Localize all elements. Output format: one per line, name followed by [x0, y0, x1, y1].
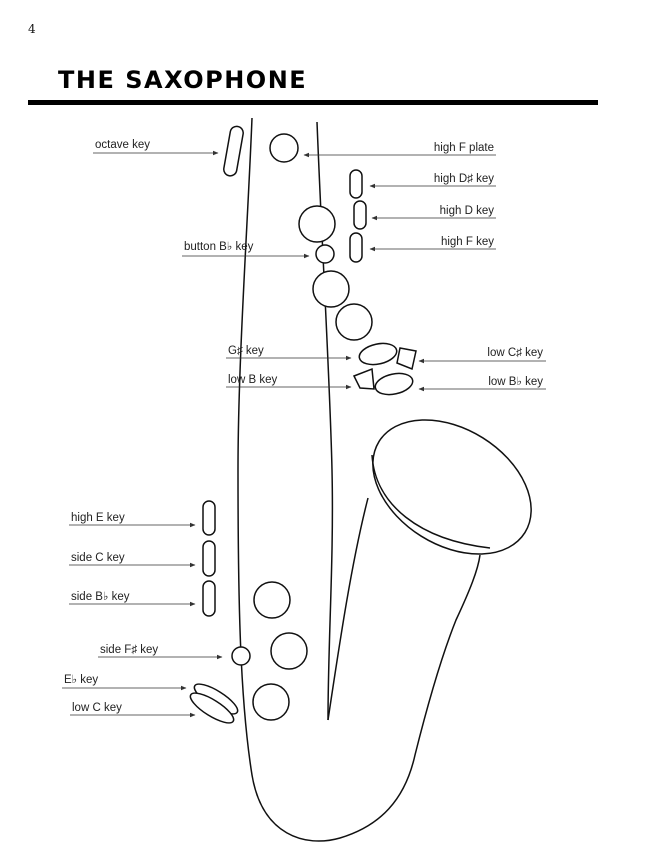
- bell-inner-line: [327, 497, 369, 721]
- side-c-key-shape: [202, 540, 216, 577]
- high-d-sharp-key-shape: [349, 169, 363, 199]
- lower-tone-hole-3: [252, 683, 290, 721]
- low-b-flat-key-shape: [374, 372, 414, 396]
- low-c-key-label: low C key: [72, 702, 122, 714]
- side-b-flat-key-shape: [202, 580, 216, 617]
- low-c-sharp-key-label: low C♯ key: [487, 347, 543, 359]
- high-d-key-label: high D key: [440, 205, 495, 217]
- bell-rim: [372, 419, 532, 555]
- button-b-flat-key-shape: [315, 244, 335, 264]
- side-c-key-label: side C key: [71, 552, 125, 564]
- high-e-key-shape: [202, 500, 216, 536]
- side-b-flat-key-label: side B♭ key: [71, 591, 130, 603]
- octave-key-shape: [223, 125, 244, 177]
- leader-lines: [62, 150, 546, 718]
- page-title: THE SAXOPHONE: [58, 66, 308, 94]
- upper-tone-hole-1: [298, 205, 336, 243]
- high-d-sharp-key-label: high D♯ key: [434, 173, 494, 185]
- low-b-key-label: low B key: [228, 374, 277, 386]
- bell-rim-inner: [371, 454, 491, 549]
- g-sharp-key-shape: [358, 342, 398, 366]
- side-f-sharp-key-label: side F♯ key: [100, 644, 158, 656]
- saxophone-keys: [189, 125, 417, 724]
- high-f-plate-shape: [269, 133, 299, 163]
- low-b-flat-key-label: low B♭ key: [488, 376, 543, 388]
- upper-tone-hole-3: [335, 303, 373, 341]
- low-c-key-shape: [189, 692, 235, 724]
- button-b-flat-key-label: button B♭ key: [184, 241, 254, 253]
- key-labels: octave key high F plate high D♯ key high…: [64, 139, 543, 714]
- saxophone-body: [237, 117, 532, 842]
- low-b-key-shape: [352, 367, 375, 390]
- upper-tone-hole-2: [312, 270, 350, 308]
- lower-tone-hole-2: [270, 632, 308, 670]
- e-flat-key-label: E♭ key: [64, 674, 98, 686]
- title-rule: [28, 100, 598, 105]
- side-f-sharp-key-shape: [231, 646, 251, 666]
- body-left-outline: [237, 117, 481, 842]
- lower-tone-hole-1: [253, 581, 291, 619]
- high-d-key-shape: [353, 200, 367, 230]
- g-sharp-key-label: G♯ key: [228, 345, 264, 357]
- page-number: 4: [28, 22, 36, 36]
- high-e-key-label: high E key: [71, 512, 125, 524]
- high-f-key-shape: [349, 232, 363, 263]
- low-c-sharp-key-shape: [396, 347, 417, 371]
- high-f-plate-label: high F plate: [434, 142, 494, 154]
- octave-key-label: octave key: [95, 139, 150, 151]
- high-f-key-label: high F key: [441, 236, 494, 248]
